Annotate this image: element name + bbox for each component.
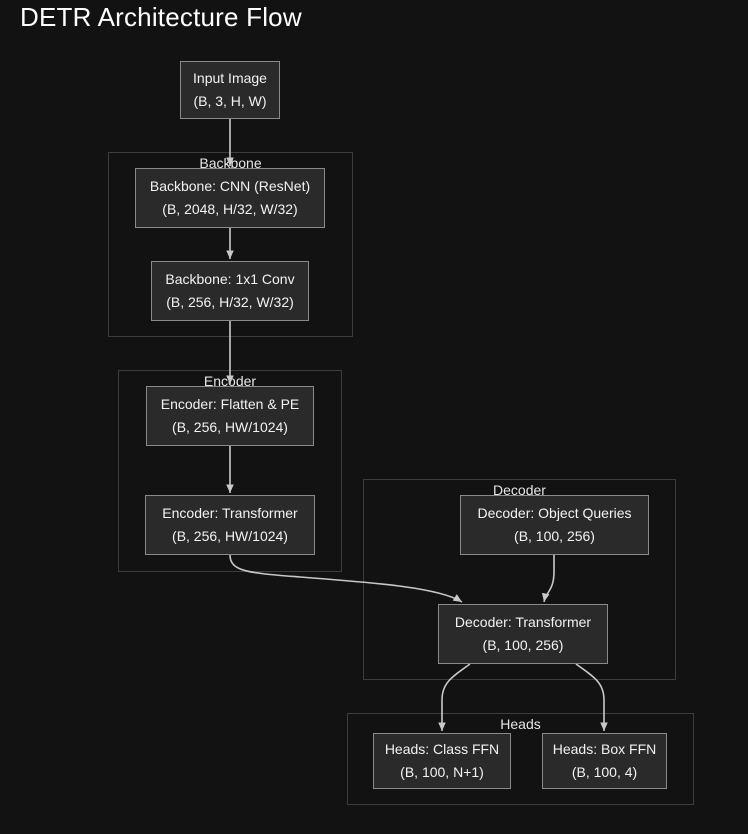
node-input-image-shape: (B, 3, H, W) [193,93,267,109]
node-decoder-queries: Decoder: Object Queries (B, 100, 256) [460,495,649,555]
node-encoder-transformer-shape: (B, 256, HW/1024) [172,528,288,544]
diagram-title: DETR Architecture Flow [20,2,302,32]
node-heads-box-ffn-label: Heads: Box FFN [552,741,657,757]
node-backbone-cnn: Backbone: CNN (ResNet) (B, 2048, H/32, W… [135,168,325,228]
node-input-image: Input Image (B, 3, H, W) [180,61,280,119]
node-encoder-transformer-label: Encoder: Transformer [162,505,298,521]
node-encoder-transformer: Encoder: Transformer (B, 256, HW/1024) [145,495,315,555]
node-heads-box-ffn-shape: (B, 100, 4) [571,764,638,780]
node-backbone-conv: Backbone: 1x1 Conv (B, 256, H/32, W/32) [151,261,309,321]
node-heads-class-ffn-label: Heads: Class FFN [384,741,500,757]
cluster-heads-label: Heads [500,716,541,732]
node-heads-box-ffn: Heads: Box FFN (B, 100, 4) [542,733,667,789]
node-decoder-transformer-shape: (B, 100, 256) [482,637,564,653]
node-backbone-cnn-label: Backbone: CNN (ResNet) [149,178,311,194]
node-decoder-queries-shape: (B, 100, 256) [514,528,595,544]
node-backbone-cnn-shape: (B, 2048, H/32, W/32) [162,201,298,217]
node-encoder-flatten-label: Encoder: Flatten & PE [160,396,300,412]
node-decoder-transformer: Decoder: Transformer (B, 100, 256) [438,604,608,664]
node-decoder-queries-label: Decoder: Object Queries [477,505,632,521]
cluster-decoder-label: Decoder [493,482,546,498]
node-decoder-transformer-label: Decoder: Transformer [454,614,592,630]
node-backbone-conv-shape: (B, 256, H/32, W/32) [166,294,294,310]
node-backbone-conv-label: Backbone: 1x1 Conv [165,271,295,287]
node-encoder-flatten: Encoder: Flatten & PE (B, 256, HW/1024) [146,386,314,446]
node-heads-class-ffn-shape: (B, 100, N+1) [400,764,484,780]
node-input-image-label: Input Image [193,70,267,86]
node-encoder-flatten-shape: (B, 256, HW/1024) [172,419,288,435]
node-heads-class-ffn: Heads: Class FFN (B, 100, N+1) [373,733,511,789]
